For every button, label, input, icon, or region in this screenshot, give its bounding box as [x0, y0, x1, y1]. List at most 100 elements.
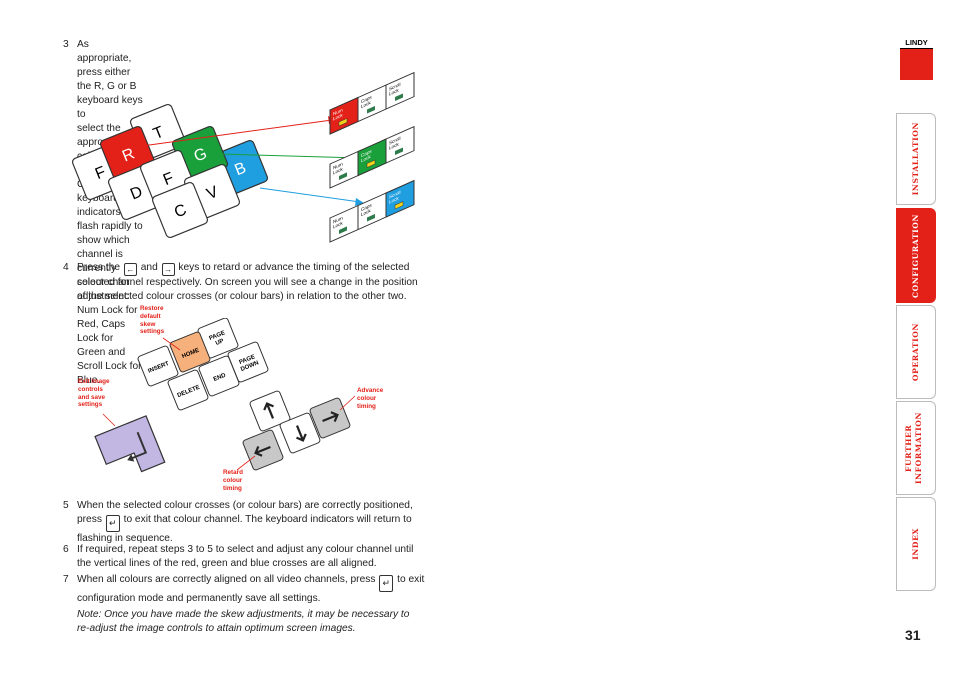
step-number: 7: [63, 574, 69, 585]
annotation-line: settings: [78, 401, 103, 409]
caps-lock-label: Lock: [361, 208, 371, 218]
annotation-line: settings: [140, 328, 165, 336]
step-3-line: keyboard indicators will flash rapidly t…: [77, 193, 143, 246]
page-number: 31: [905, 627, 921, 643]
step-number: 5: [63, 500, 69, 511]
step-5-text: to exit that colour channel. The keyboar…: [123, 514, 412, 525]
advance-pointer-line: [339, 395, 356, 411]
tab-label: FURTHER INFORMATION: [904, 411, 923, 485]
annotation-line: default: [140, 312, 161, 320]
key-page-down-label: PAGE: [238, 354, 256, 366]
green-connector-arrow: [219, 153, 361, 159]
tab-label: INSTALLATION: [911, 122, 920, 196]
key-page-up-label: PAGE: [208, 330, 226, 342]
step-6-line: the vertical lines of the red, green and…: [77, 558, 377, 569]
step-number: 6: [63, 544, 69, 555]
annotation-line: skew: [140, 320, 156, 328]
key-down-arrow: [279, 412, 321, 454]
num-lock-label: Num: [333, 216, 343, 226]
exit-annotation: Exit image controls and save settings: [78, 378, 110, 409]
left-arrow-key-icon: ←: [123, 263, 137, 276]
red-connector-arrow: [141, 119, 333, 147]
key-end: END: [198, 355, 240, 397]
annotation-line: timing: [223, 484, 242, 492]
step-3-line: Num Lock for Red, Caps Lock for Green an…: [77, 305, 138, 358]
note-line: re-adjust the image controls to attain o…: [77, 623, 356, 634]
annotation-line: controls: [78, 385, 103, 393]
arrowhead-icon: [355, 198, 364, 206]
caps-lock-label: Caps: [361, 148, 372, 159]
enter-key: [94, 415, 166, 473]
tab-configuration[interactable]: CONFIGURATION: [896, 208, 936, 303]
step-6-line: If required, repeat steps 3 to 5 to sele…: [77, 544, 414, 555]
key-delete: DELETE: [167, 369, 209, 411]
step-4-line: colour channel respectively. On screen y…: [77, 277, 418, 288]
step-4-text: and: [140, 262, 158, 273]
lock-panel-green: Num Lock Caps Lock Scroll Lock: [329, 125, 415, 189]
retard-pointer-line: [236, 455, 256, 471]
tab-index[interactable]: INDEX: [896, 497, 936, 591]
step-5-line: When the selected colour crosses (or col…: [77, 500, 413, 511]
tab-label: INDEX: [911, 528, 920, 560]
step-3-line: Scroll Lock for Blue.: [77, 361, 142, 386]
note-line: Note: Once you have made the skew adjust…: [77, 609, 410, 620]
step-5-text: press: [77, 514, 102, 525]
annotation-line: and save: [78, 393, 105, 401]
num-lock-label: Num: [333, 162, 343, 172]
caps-lock-label: Lock: [361, 100, 371, 110]
tab-label: CONFIGURATION: [911, 213, 920, 298]
num-lock-label: Lock: [333, 112, 343, 122]
tab-further-information[interactable]: FURTHER INFORMATION: [896, 401, 936, 495]
logo-text: LINDY: [900, 38, 933, 49]
key-page-up-label: UP: [215, 338, 225, 347]
nav-keys-diagram: PAGE UP HOME INSERT PAGE DOWN END DELETE: [94, 318, 356, 473]
restore-pointer-line: [162, 337, 181, 351]
step-number: 4: [63, 262, 69, 273]
logo-block: [900, 49, 933, 80]
restore-annotation: Restore default skew settings: [140, 305, 164, 336]
retard-annotation: Retard colour timing: [223, 469, 243, 492]
step-4-line: of the selected colour crosses (or colou…: [77, 291, 407, 302]
caps-lock-label: Lock: [361, 154, 371, 164]
annotation-line: Advance: [357, 387, 384, 394]
right-arrow-key-icon: →: [161, 263, 175, 276]
tab-label: OPERATION: [911, 322, 920, 382]
step-3-line: channel is currently selected for adjust…: [77, 249, 130, 302]
num-lock-label: Lock: [333, 166, 343, 176]
enter-arrow-icon: [128, 431, 148, 461]
num-lock-label: Lock: [333, 220, 343, 230]
caps-lock-label: Caps: [361, 94, 372, 105]
key-up-arrow: [249, 390, 291, 432]
annotation-line: colour: [223, 476, 243, 484]
lock-panel-blue: Num Lock Caps Lock Scroll Lock: [329, 179, 415, 243]
annotation-line: Exit image: [78, 378, 110, 385]
key-end-label: END: [213, 372, 228, 383]
advance-annotation: Advance colour timing: [357, 387, 383, 410]
lindy-logo: LINDY: [900, 38, 933, 80]
key-insert: INSERT: [137, 345, 179, 387]
enter-key-icon: ↵: [105, 515, 120, 532]
caps-lock-label: Caps: [361, 202, 372, 213]
scroll-lock-label: Scroll: [389, 136, 400, 147]
step-number: 3: [63, 39, 69, 50]
tab-operation[interactable]: OPERATION: [896, 305, 936, 399]
blue-connector-arrow: [259, 187, 361, 203]
lock-panel-red: Num Lock Caps Lock Scroll Lock: [329, 71, 415, 135]
step-7-text: to exit: [397, 574, 425, 585]
key-advance-arrow: [309, 397, 351, 439]
annotation-line: timing: [357, 402, 376, 410]
rgb-keys-diagram: T F R B G D F: [71, 71, 415, 243]
annotation-line: Restore: [140, 305, 164, 312]
annotation-line: Retard: [223, 469, 243, 476]
tab-installation[interactable]: INSTALLATION: [896, 113, 936, 205]
scroll-lock-label: Lock: [389, 87, 399, 97]
annotation-line: colour: [357, 394, 377, 402]
key-g-label: G: [192, 145, 210, 165]
scroll-lock-label: Lock: [389, 195, 399, 205]
step-4-text: Press the: [77, 262, 121, 273]
step-7-line: configuration mode and permanently save …: [77, 593, 321, 604]
key-c: C: [151, 181, 209, 239]
scroll-lock-label: Scroll: [389, 82, 400, 93]
key-retard-arrow: [242, 429, 284, 471]
step-4-text: keys to retard or advance the timing of …: [178, 262, 410, 273]
